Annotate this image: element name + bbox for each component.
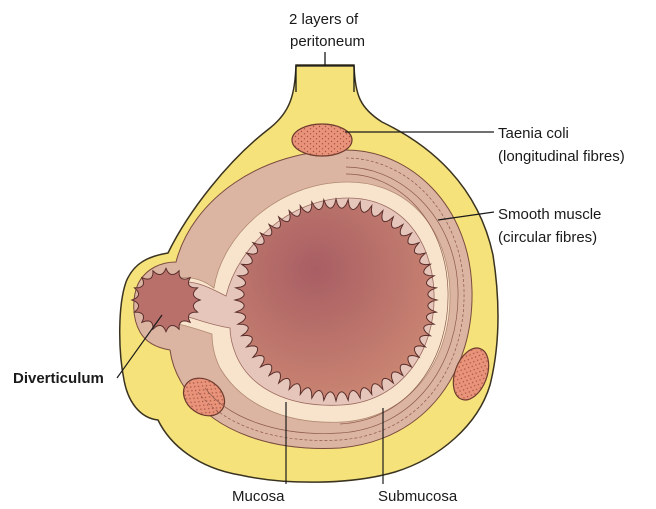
peritoneum-label-line2: peritoneum <box>290 32 365 51</box>
mucosa-label: Mucosa <box>232 487 285 506</box>
taenia-coli-top-dots <box>292 124 352 156</box>
diverticulum-label: Diverticulum <box>13 369 104 388</box>
smooth-muscle-label-line1: Smooth muscle <box>498 205 601 224</box>
submucosa-label: Submucosa <box>378 487 457 506</box>
peritoneum-label-line1: 2 layers of <box>289 10 358 29</box>
diverticulum-lumen <box>132 268 200 331</box>
smooth-muscle-label-line2: (circular fibres) <box>498 228 597 247</box>
taenia-coli-label-line1: Taenia coli <box>498 124 569 143</box>
taenia-coli-label-line2: (longitudinal fibres) <box>498 147 625 166</box>
